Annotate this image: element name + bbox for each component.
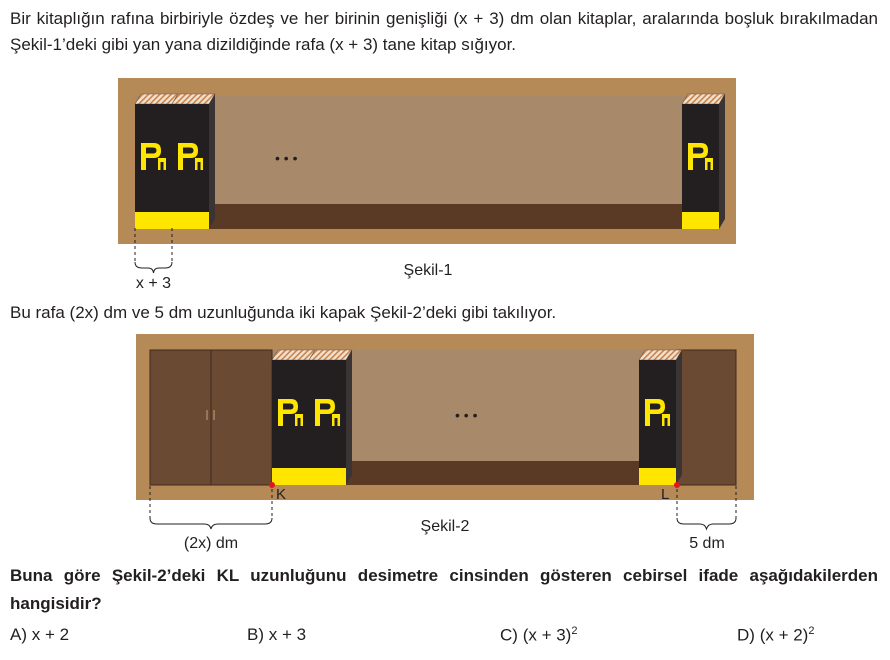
point-l-label: L	[661, 486, 669, 503]
book	[308, 349, 353, 486]
point-l-marker	[674, 482, 680, 488]
left-door-brace	[149, 517, 273, 530]
shelf-figure-1: • • • x + 3 Şekil-1	[118, 78, 736, 292]
door-dimensions	[149, 486, 737, 518]
right-door-brace	[676, 517, 737, 531]
shelf-figure-2: • • • K L (2x) dm 5 dm Şekil-2	[136, 334, 754, 552]
option-exponent: 2	[571, 625, 578, 637]
width-brace	[134, 261, 173, 274]
option-text: x + 2	[31, 625, 70, 644]
question-text: Buna göre Şekil-2’deki KL uzunluğunu des…	[10, 566, 878, 613]
right-door	[676, 349, 737, 486]
ellipsis: • • •	[455, 407, 478, 423]
figure-2-caption: Şekil-2	[421, 518, 470, 535]
option-letter: C)	[500, 625, 518, 645]
option-d[interactable]: D) (x + 2)2	[737, 625, 814, 646]
ellipsis: • • •	[275, 150, 298, 166]
right-door-label: 5 dm	[689, 535, 725, 552]
option-text: (x + 3)	[522, 625, 572, 645]
book	[271, 349, 316, 486]
book	[638, 349, 683, 486]
option-text: (x + 2)	[759, 625, 809, 645]
book	[134, 93, 179, 230]
point-k-label: K	[276, 486, 286, 503]
option-b[interactable]: B) x + 3	[247, 625, 306, 645]
option-letter: A)	[10, 625, 27, 644]
option-a[interactable]: A) x + 2	[10, 625, 69, 645]
figure-1-caption: Şekil-1	[404, 262, 453, 279]
left-door-label: (2x) dm	[184, 535, 238, 552]
option-c[interactable]: C) (x + 3)2	[500, 625, 577, 646]
book	[681, 93, 726, 230]
shelf-floor	[135, 204, 719, 229]
option-text: x + 3	[268, 625, 307, 644]
intro-text: Bir kitaplığın rafına birbiriyle özdeş v…	[10, 9, 878, 54]
book-width-label: x + 3	[136, 275, 171, 292]
second-text: Bu rafa (2x) dm ve 5 dm uzunluğunda iki …	[10, 303, 557, 322]
book	[171, 93, 216, 230]
option-letter: B)	[247, 625, 264, 644]
point-k-marker	[269, 482, 275, 488]
option-exponent: 2	[808, 625, 815, 637]
option-letter: D)	[737, 625, 755, 645]
